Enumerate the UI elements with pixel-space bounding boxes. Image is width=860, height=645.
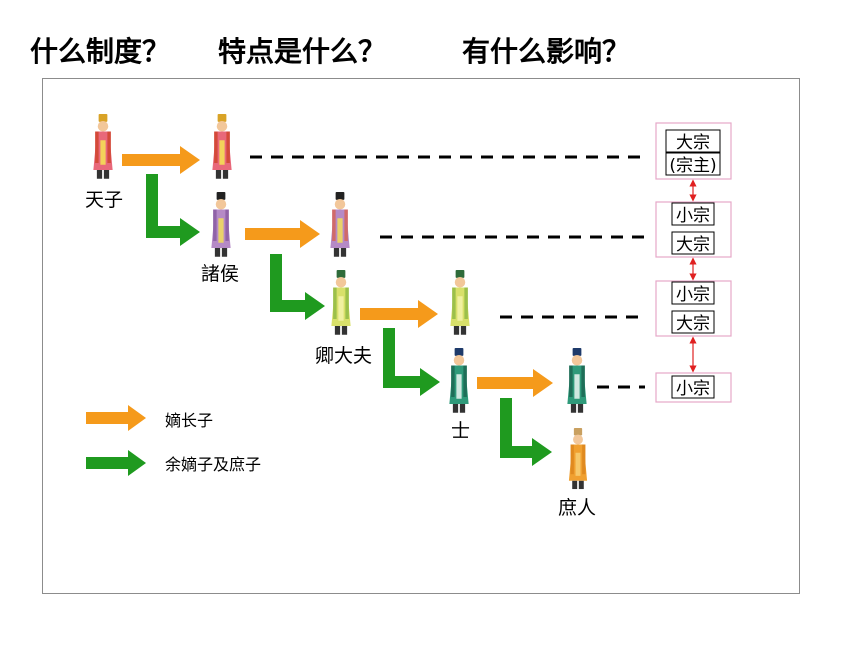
question-characteristics: 特点是什么？ <box>218 35 387 68</box>
figure-tianzi <box>93 114 113 179</box>
other-arrow-4 <box>500 398 552 466</box>
figure-zhuhou-heir <box>330 192 350 257</box>
clan-box-3-line1: 小宗 <box>676 285 710 305</box>
label-qingdafu: 卿大夫 <box>315 345 372 367</box>
clan-box-4-line1: 小宗 <box>676 379 710 399</box>
other-arrow-1 <box>146 174 200 246</box>
eldest-arrow-1 <box>122 146 200 174</box>
eldest-arrows <box>86 146 553 431</box>
clan-box-2-line2: 大宗 <box>676 235 710 255</box>
label-shi: 士 <box>451 420 470 442</box>
figure-tianzi-heir <box>212 114 232 179</box>
eldest-arrow-3 <box>360 300 438 328</box>
question-what-system: 什么制度？ <box>30 35 171 68</box>
diagram-frame <box>42 78 800 594</box>
figure-qingdafu-heir <box>450 270 470 335</box>
figure-shi-heir <box>567 348 587 413</box>
label-shuren: 庶人 <box>558 497 596 519</box>
label-zhuhou: 諸侯 <box>201 263 239 285</box>
legend-others-arrow <box>86 450 146 476</box>
eldest-arrow-4 <box>477 369 553 397</box>
other-arrow-3 <box>383 328 440 396</box>
legend-others-label: 余嫡子及庶子 <box>165 455 261 474</box>
clan-box-1: 大宗 (宗主) <box>655 122 732 180</box>
clan-box-1-line1: 大宗 <box>676 133 710 153</box>
clan-box-3: 小宗 大宗 <box>655 280 732 337</box>
clan-box-2: 小宗 大宗 <box>655 201 732 258</box>
figure-zhuhou <box>211 192 231 257</box>
other-son-arrows <box>86 174 552 476</box>
clan-box-2-line1: 小宗 <box>676 206 710 226</box>
clan-box-4: 小宗 <box>655 372 732 403</box>
figure-qingdafu <box>331 270 351 335</box>
question-influence: 有什么影响？ <box>462 35 631 68</box>
other-arrow-2 <box>270 254 325 320</box>
figure-shi <box>449 348 469 413</box>
eldest-arrow-2 <box>245 220 320 248</box>
legend-eldest-label: 嫡长子 <box>165 411 213 430</box>
label-tianzi: 天子 <box>85 189 123 211</box>
clan-box-3-line2: 大宗 <box>676 314 710 334</box>
figure-shuren <box>568 428 588 490</box>
clan-box-1-line2: (宗主) <box>669 156 716 176</box>
legend-eldest-arrow <box>86 405 146 431</box>
